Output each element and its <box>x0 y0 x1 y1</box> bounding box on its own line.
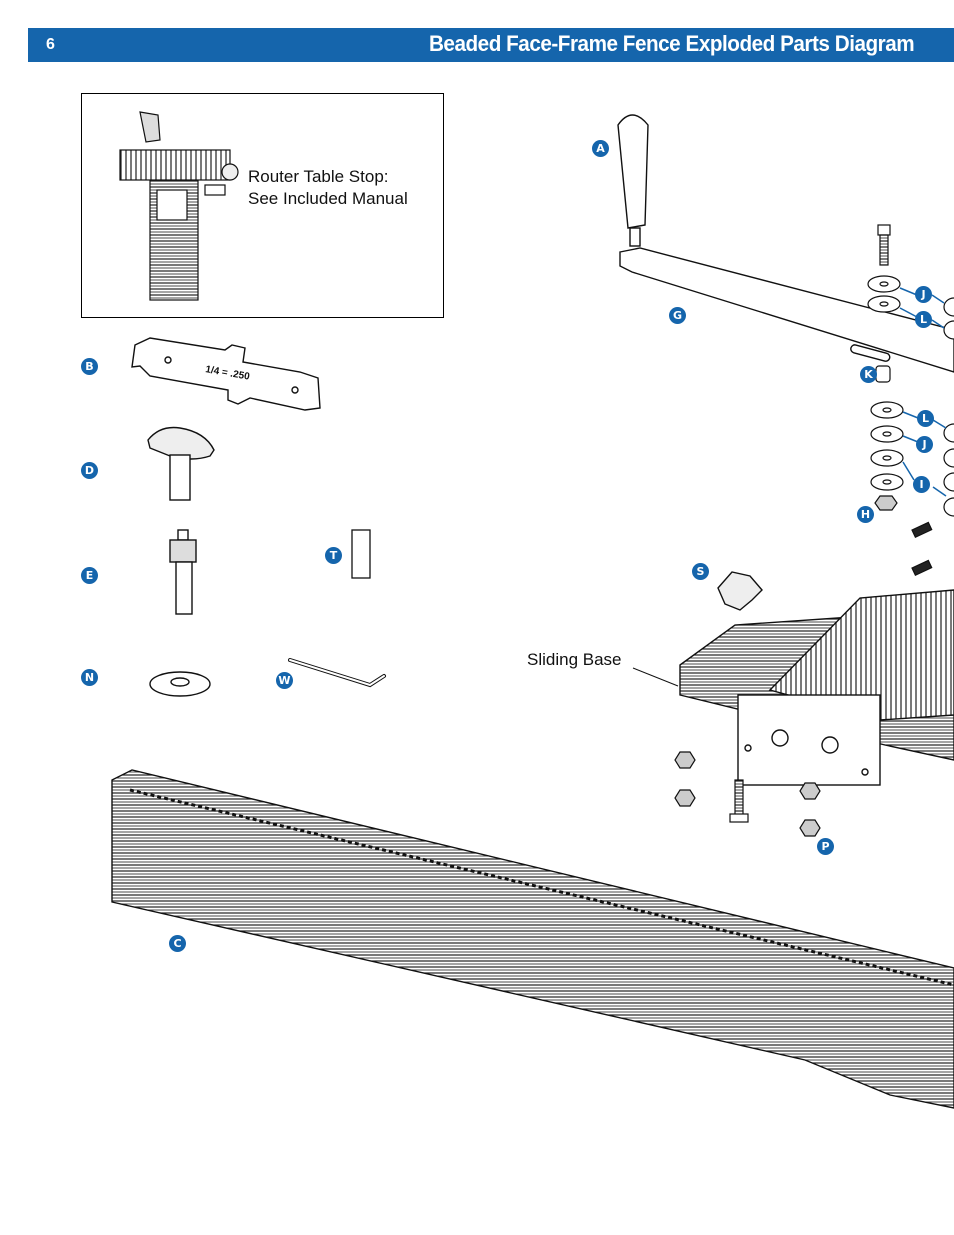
inset-caption: Router Table Stop: See Included Manual <box>248 166 408 210</box>
callout-a: A <box>592 140 609 157</box>
washer-stack-bottom <box>870 401 954 517</box>
page-number: 6 <box>46 36 55 53</box>
callout-k: K <box>860 366 877 383</box>
washer-stack-top <box>867 275 954 340</box>
bolt-drawing <box>877 224 891 266</box>
router-bit-e-drawing <box>169 529 197 615</box>
router-table-stop-inset: Router Table Stop: See Included Manual <box>81 93 444 318</box>
inset-caption-line2: See Included Manual <box>248 189 408 208</box>
callout-t: T <box>325 547 342 564</box>
arm-drawing <box>619 247 954 373</box>
sliding-base-drawing <box>679 589 954 786</box>
callout-b: B <box>81 358 98 375</box>
spacer-drawing <box>875 365 891 383</box>
callout-l-lower: L <box>917 410 934 427</box>
router-table-stop-drawing <box>119 111 239 301</box>
callout-i: I <box>913 476 930 493</box>
callout-d: D <box>81 462 98 479</box>
nuts-drawing <box>674 751 821 837</box>
washer-n-drawing <box>149 671 211 697</box>
screws-drawing <box>911 521 933 577</box>
callout-l-upper: L <box>915 311 932 328</box>
sliding-base-label: Sliding Base <box>527 650 622 669</box>
page-header: 6 Beaded Face-Frame Fence Exploded Parts… <box>28 28 954 62</box>
page-title: Beaded Face-Frame Fence Exploded Parts D… <box>428 31 915 56</box>
callout-s: S <box>692 563 709 580</box>
callout-p: P <box>817 838 834 855</box>
callout-c: C <box>169 935 186 952</box>
gauge-bar-drawing <box>131 337 321 411</box>
inset-caption-line1: Router Table Stop: <box>248 167 389 186</box>
callout-h: H <box>857 506 874 523</box>
callout-g: G <box>669 307 686 324</box>
callout-e: E <box>81 567 98 584</box>
callout-n: N <box>81 669 98 686</box>
callout-j-lower: J <box>916 436 933 453</box>
router-bit-d-drawing <box>147 426 215 501</box>
callout-w: W <box>276 672 293 689</box>
fence-extrusion-drawing <box>111 769 954 1109</box>
pin-drawing <box>351 529 371 579</box>
callout-j-upper: J <box>915 286 932 303</box>
handle-knob-drawing <box>617 114 649 247</box>
star-knob-drawing <box>717 571 763 611</box>
